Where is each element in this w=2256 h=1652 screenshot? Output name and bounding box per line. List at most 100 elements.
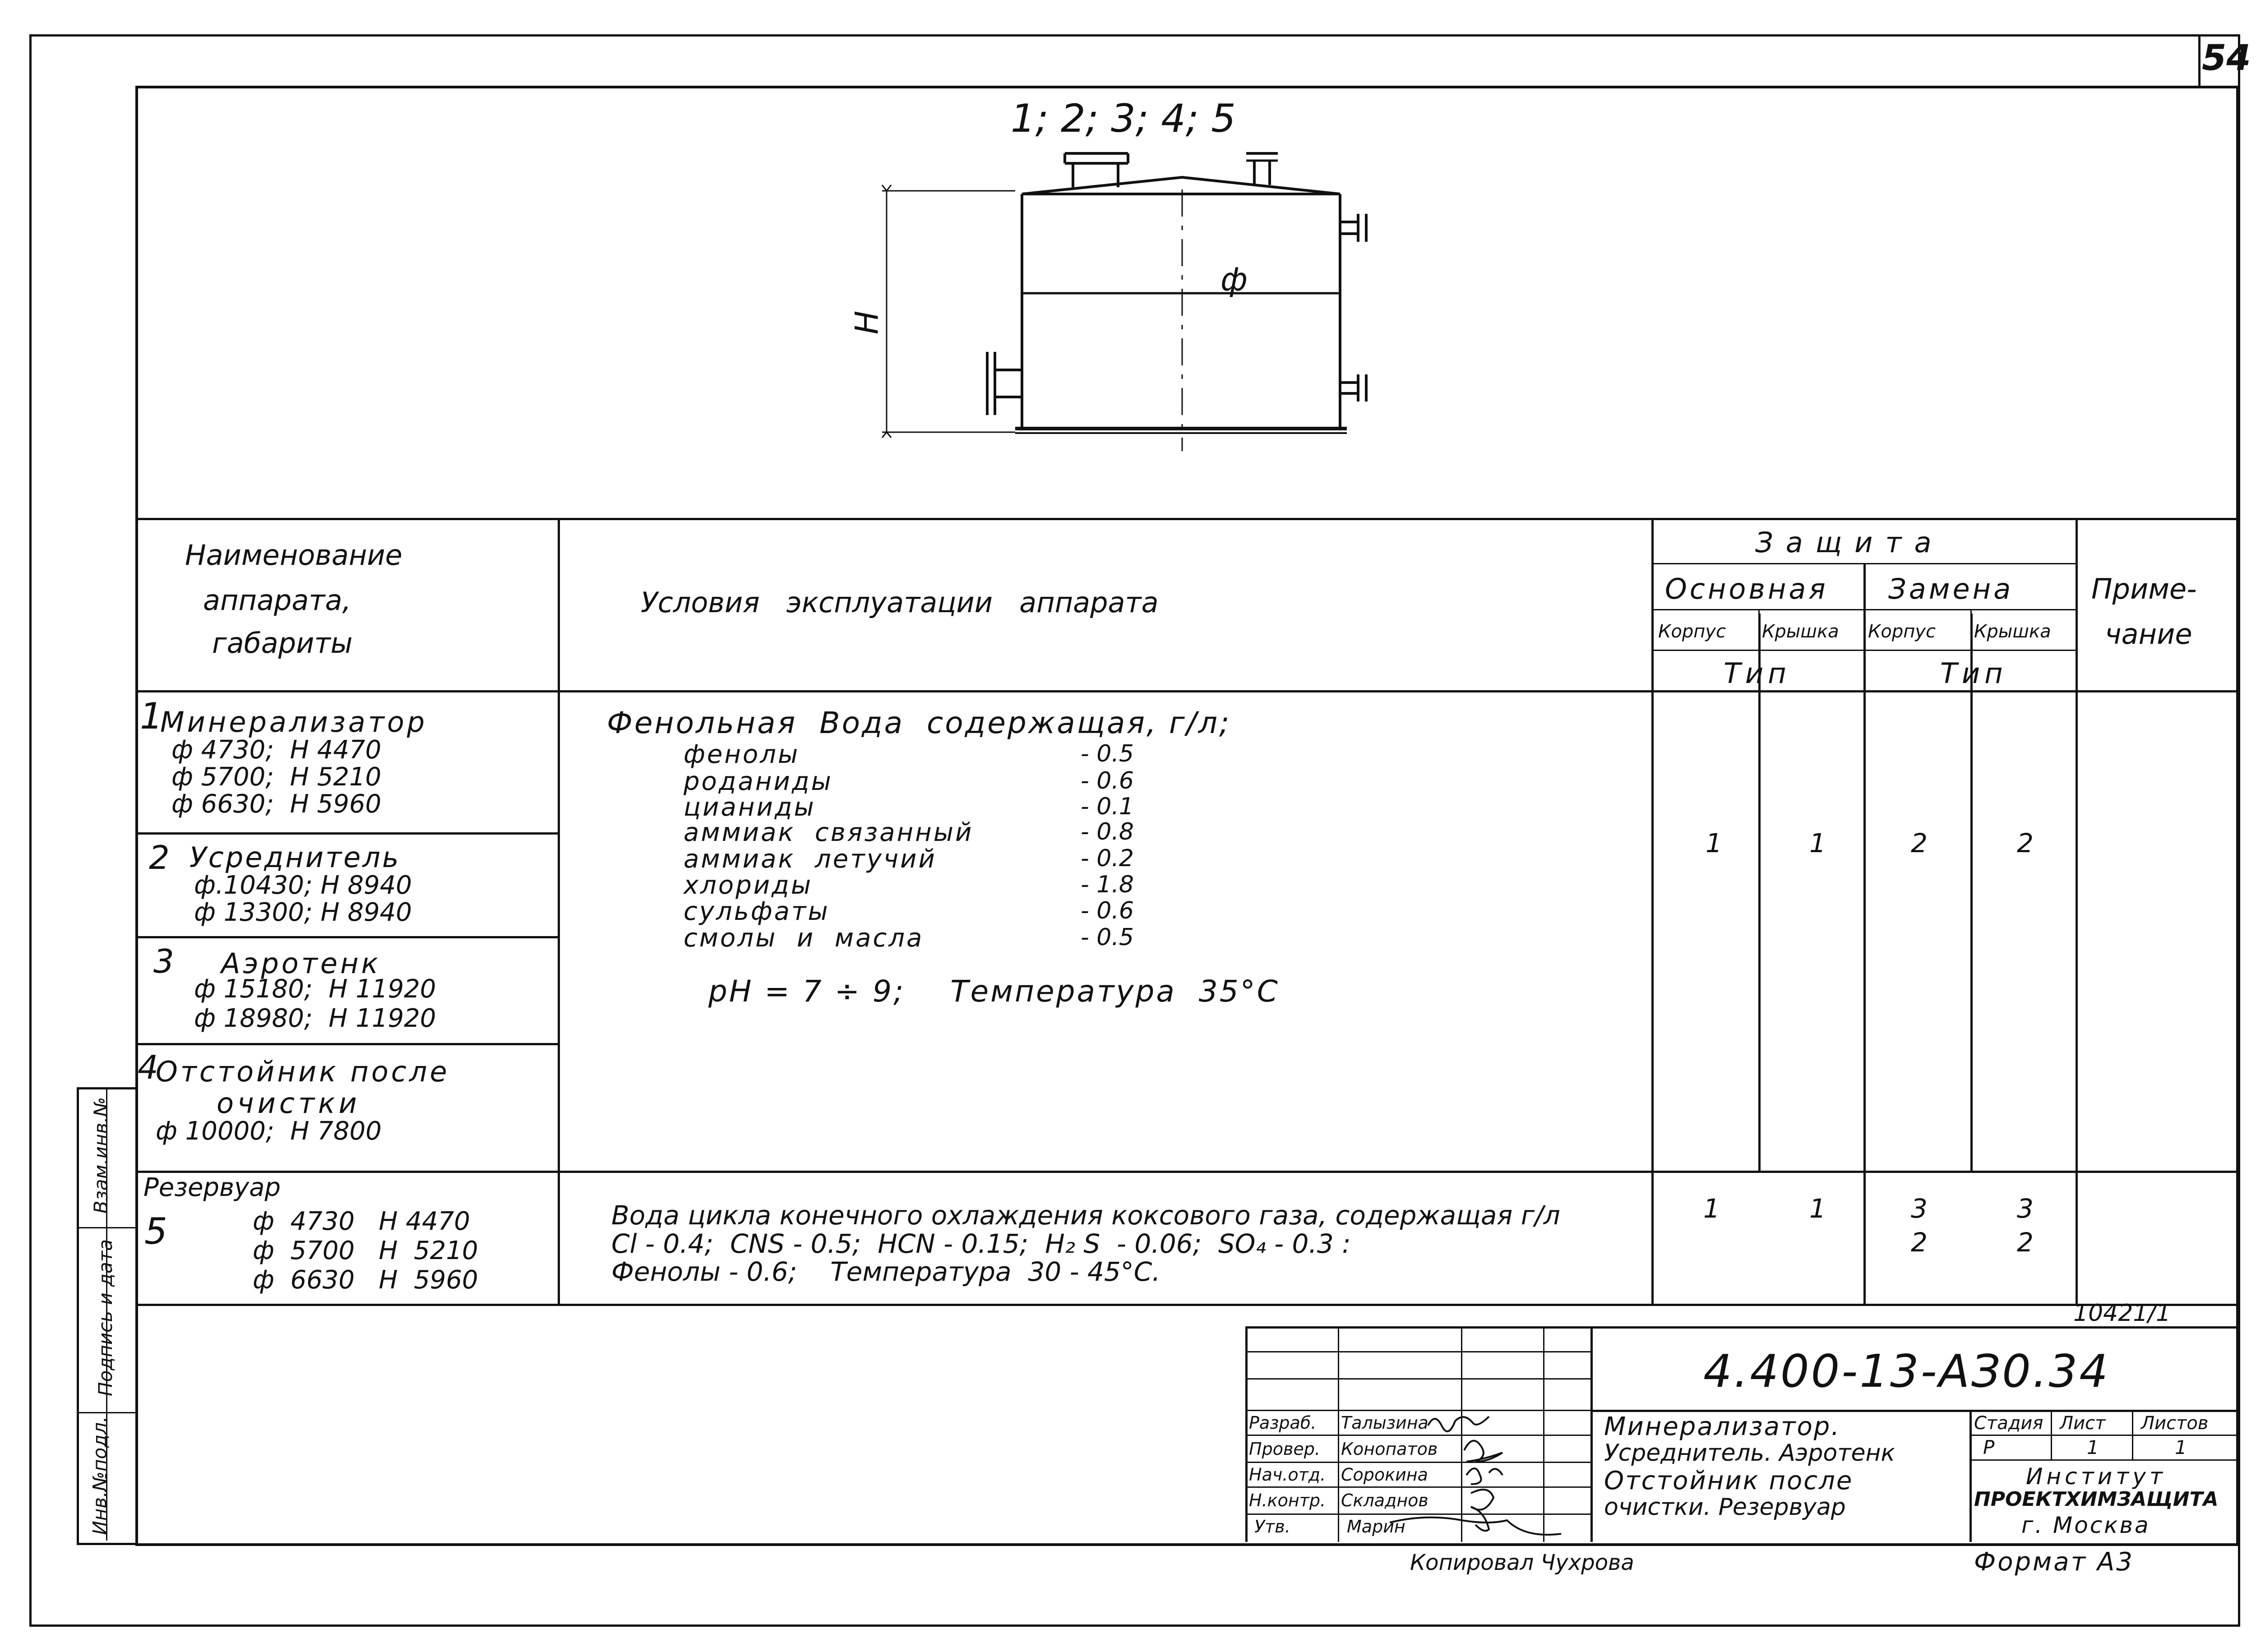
prot-a-lid: 1	[1809, 828, 1826, 858]
row2-bottom-line	[135, 936, 558, 938]
header-body-1: Корпус	[1658, 621, 1726, 642]
col-repl-right	[2076, 518, 2078, 1305]
row5-name: Резервуар	[143, 1173, 281, 1202]
doc-title-4: очистки. Резервуар	[1604, 1494, 1846, 1521]
cond-item-value: - 0.6	[1081, 767, 1134, 794]
cond-item-name: хлориды	[684, 871, 813, 900]
row3-bottom-line	[135, 1043, 558, 1045]
prot-b-body: 1	[1703, 1193, 1720, 1224]
side-stamp-divider	[106, 1087, 107, 1541]
prot-b-rlid-2: 2	[2017, 1227, 2034, 1258]
cond-item-name: цианиды	[684, 793, 816, 822]
cond-item-name: сульфаты	[684, 897, 830, 926]
basic-sub-line	[1651, 609, 2076, 610]
cond-item-value: - 0.6	[1081, 897, 1134, 924]
prot-b-lid: 1	[1809, 1193, 1826, 1224]
protection-sub-line	[1651, 563, 2076, 564]
row4-bottom-line	[135, 1171, 2236, 1173]
row5-dim2: ф 5700 Н 5210	[253, 1236, 478, 1265]
cond-item-value: - 0.2	[1081, 845, 1134, 872]
cond-item-name: аммиак связанный	[684, 818, 974, 847]
cond-item-value: - 1.8	[1081, 871, 1134, 898]
nozzle-labels: 1; 2; 3; 4; 5	[1011, 96, 1236, 141]
conditions-a-ph-temp: pH = 7 ÷ 9; Температура 35°С	[708, 974, 1280, 1009]
tb-role: Н.контр.	[1249, 1490, 1326, 1510]
tb-row-a	[1245, 1351, 1590, 1352]
sheets-header: Листов	[2141, 1413, 2209, 1434]
prot-b-rlid-1: 3	[2017, 1193, 2034, 1224]
tb-code-bottom	[1590, 1410, 2236, 1412]
header-bottom-line	[135, 690, 2236, 692]
cond-item-name: роданиды	[684, 767, 833, 796]
tb-row-c	[1245, 1410, 1590, 1411]
row5-dim1: ф 4730 Н 4470	[253, 1207, 470, 1236]
header-basic: Основная	[1665, 572, 1828, 605]
tb-col-1	[1338, 1326, 1339, 1542]
header-body-2: Корпус	[1868, 621, 1936, 642]
col-basic-right	[1863, 563, 1866, 1305]
page-mark: 54	[2202, 38, 2251, 78]
conditions-b-line1: Вода цикла конечного охлаждения коксовог…	[611, 1200, 1560, 1231]
row3-name: Аэротенк	[221, 947, 381, 980]
tb-row-g	[1245, 1514, 1590, 1515]
doc-title-2: Усреднитель. Аэротенк	[1604, 1440, 1895, 1467]
header-protection: Защита	[1755, 526, 1944, 559]
table-top-line	[135, 518, 2236, 520]
header-lid-1: Крышка	[1762, 621, 1839, 642]
inner-frame	[135, 86, 2239, 1546]
tb-name: Сорокина	[1341, 1465, 1428, 1485]
cond-item-value: - 0.1	[1081, 793, 1134, 820]
row4-num: 4	[138, 1048, 158, 1086]
side-stamp-sep-1	[77, 1227, 135, 1228]
tb-top-line	[1245, 1326, 2236, 1329]
conditions-b-line2: Сl - 0.4; СNS - 0.5; НСN - 0.15; Н₂ S - …	[611, 1228, 1351, 1259]
sheet-header: Лист	[2060, 1413, 2106, 1434]
sheets-value: 1	[2175, 1436, 2187, 1458]
row1-bottom-line	[135, 832, 558, 835]
tb-row-d	[1245, 1435, 1590, 1436]
tb-left-line	[1245, 1326, 1248, 1542]
header-type-1: Тип	[1724, 657, 1791, 690]
row4-name: Отстойник после	[156, 1055, 450, 1088]
sheet-value: 1	[2087, 1436, 2099, 1458]
col-cond-divider	[1651, 518, 1654, 1305]
col-basic-mid	[1758, 614, 1761, 1171]
cond-item-value: - 0.5	[1081, 740, 1134, 767]
cond-item-value: - 0.8	[1081, 818, 1134, 845]
header-notes-1: Приме-	[2091, 572, 2197, 605]
row1-num: 1	[140, 695, 163, 737]
stage-value: Р	[1983, 1436, 1995, 1458]
tb-role: Провер.	[1249, 1439, 1320, 1459]
cond-item-name: фенолы	[684, 740, 800, 769]
prot-b-rbody-2: 2	[1911, 1227, 1928, 1258]
org-3: г. Москва	[2021, 1512, 2150, 1538]
row5-num: 5	[144, 1210, 167, 1252]
stage-header: Стадия	[1974, 1413, 2043, 1434]
cond-item-value: - 0.5	[1081, 924, 1134, 951]
archive-no: 10421/1	[2073, 1300, 2171, 1327]
col-name-divider	[558, 518, 560, 1305]
row1-name: Минерализатор	[160, 706, 428, 738]
row5-dim3: ф 6630 Н 5960	[253, 1265, 478, 1295]
row4-dim2: ф 10000; Н 7800	[156, 1117, 382, 1146]
basic-body-lid-split	[1758, 609, 1760, 650]
prot-a-rlid: 2	[2017, 828, 2034, 858]
row1-dim2: ф 5700; Н 5210	[171, 762, 382, 792]
row3-dim1: ф 15180; Н 11920	[194, 974, 436, 1004]
row2-name: Усреднитель	[190, 841, 401, 874]
header-name-2: аппарата,	[203, 584, 351, 617]
doc-code: 4.400-13-АЗ0.34	[1703, 1345, 2110, 1398]
tb-stage-row-1	[1969, 1435, 2236, 1436]
org-2: ПРОЕКТХИМЗАЩИТА	[1974, 1488, 2219, 1511]
row2-dim1: ф.10430; Н 8940	[194, 871, 412, 900]
tb-stage-left	[1969, 1410, 1972, 1542]
tb-stage-row-2	[1969, 1459, 2236, 1461]
header-notes-2: чание	[2105, 618, 2192, 651]
outer-frame	[29, 34, 2240, 1627]
col-repl-mid	[1970, 614, 1973, 1171]
row2-num: 2	[149, 839, 170, 877]
tb-col-3	[1543, 1326, 1544, 1542]
table-bottom-line	[135, 1304, 2236, 1306]
